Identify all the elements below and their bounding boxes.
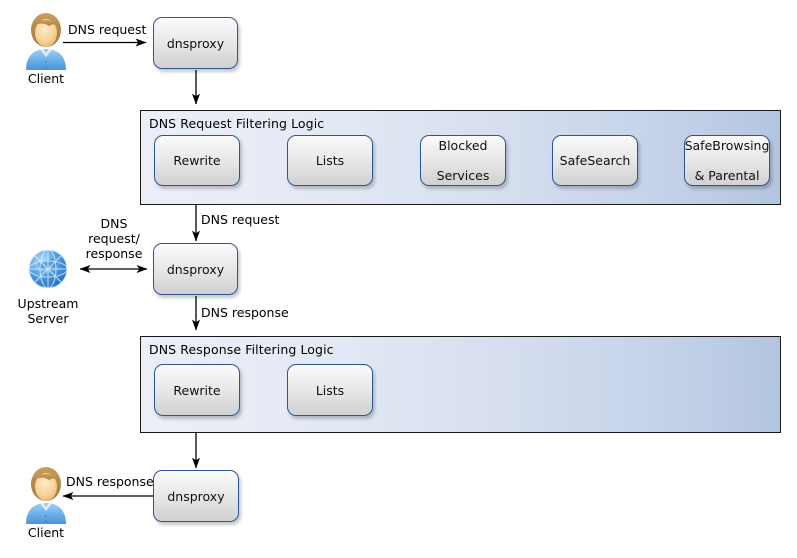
stage-safesearch[interactable]: SafeSearch (552, 135, 638, 186)
edge-label-proxy-middle-upstream-line1: DNS (100, 216, 128, 231)
stage-lists[interactable]: Lists (287, 135, 373, 186)
node-dnsproxy-top[interactable]: dnsproxy (153, 17, 238, 69)
stage-lists-response[interactable]: Lists (287, 364, 373, 416)
stage-lists-label: Lists (315, 153, 345, 168)
edge-label-request-group-to-proxy-middle: DNS request (201, 212, 280, 227)
stage-safebrowsing-parental-label: SafeBrowsing & Parental (679, 138, 776, 183)
edge-label-proxy-bottom-to-client: DNS response (66, 474, 154, 489)
stage-safebrowsing-parental-label-line2: & Parental (694, 168, 760, 183)
edge-label-proxy-middle-upstream-line3: response (85, 246, 143, 261)
node-dnsproxy-bottom[interactable]: dnsproxy (153, 470, 239, 522)
edge-label-client-to-proxy-top: DNS request (68, 22, 147, 37)
node-dnsproxy-top-label: dnsproxy (166, 35, 225, 51)
stage-safebrowsing-parental[interactable]: SafeBrowsing & Parental (684, 135, 770, 186)
stage-rewrite-response-label: Rewrite (173, 382, 221, 398)
upstream-caption-line2: Server (27, 311, 69, 326)
group-request-filtering-title: DNS Request Filtering Logic (149, 116, 325, 131)
client-bottom-caption: Client (27, 525, 65, 540)
group-response-filtering-title: DNS Response Filtering Logic (149, 342, 334, 357)
stage-blocked-services-label: Blocked Services (431, 138, 496, 183)
globe-icon (28, 249, 68, 289)
stage-rewrite-response[interactable]: Rewrite (154, 364, 240, 416)
user-icon (26, 467, 66, 524)
stage-blocked-services-label-line2: Services (436, 168, 490, 183)
stage-blocked-services-label-line1: Blocked (438, 138, 488, 153)
upstream-caption-line1: Upstream (17, 296, 79, 311)
node-dnsproxy-middle[interactable]: dnsproxy (153, 243, 238, 295)
node-dnsproxy-middle-label: dnsproxy (166, 261, 225, 277)
node-dnsproxy-bottom-label: dnsproxy (167, 488, 225, 504)
stage-safesearch-label: SafeSearch (559, 153, 631, 168)
group-response-filtering: DNS Response Filtering Logic (140, 336, 781, 433)
stage-safebrowsing-parental-label-line1: SafeBrowsing (684, 138, 770, 153)
stage-lists-response-label: Lists (315, 382, 345, 398)
edge-label-proxy-middle-upstream-line2: request/ (88, 231, 140, 246)
stage-blocked-services[interactable]: Blocked Services (420, 135, 506, 186)
stage-rewrite-label: Rewrite (173, 153, 221, 168)
user-icon (26, 13, 66, 70)
client-top-caption: Client (27, 71, 65, 86)
stage-rewrite[interactable]: Rewrite (154, 135, 240, 186)
edge-label-proxy-middle-to-response-group: DNS response (201, 305, 289, 320)
